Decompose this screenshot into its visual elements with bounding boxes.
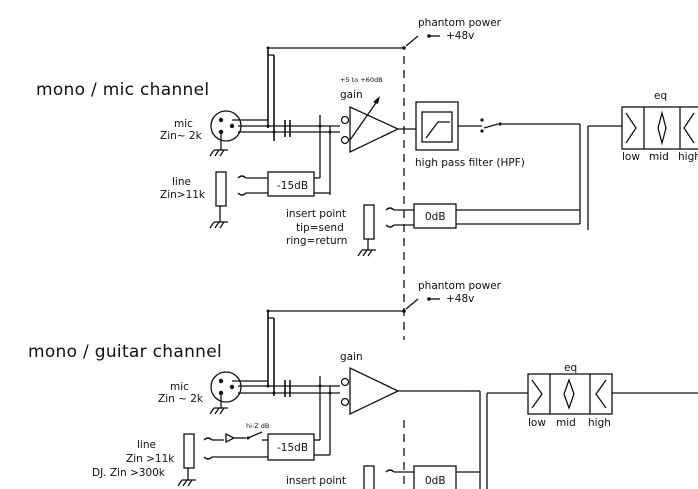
bottom-insert-label: insert point [286, 475, 346, 487]
top-hpf-block[interactable] [415, 101, 459, 151]
bottom-phantom-switch[interactable] [402, 297, 440, 313]
bottom-gain-label: gain [340, 351, 363, 363]
bottom-hiz-switch[interactable] [212, 431, 263, 444]
bottom-hiz-label: hi-Z dB [246, 422, 269, 430]
top-line-label: line [172, 176, 191, 188]
bottom-coupling-capacitors [284, 380, 291, 397]
top-line-pad [267, 171, 315, 197]
top-hpf-label: high pass filter (HPF) [415, 157, 525, 169]
bottom-line-pad [267, 433, 315, 461]
top-insert-level: 0dB [425, 211, 446, 223]
top-eq-band-mid: mid [649, 151, 669, 163]
bottom-insert-level: 0dB [425, 475, 446, 487]
top-phantom-label: phantom power [418, 17, 502, 29]
bottom-phantom-label: phantom power [418, 280, 502, 292]
bottom-gain-amplifier[interactable] [340, 366, 400, 416]
top-gain-label: gain [340, 89, 363, 101]
bottom-line-jack[interactable] [177, 433, 213, 487]
top-eq-block[interactable] [621, 106, 698, 150]
top-gain-range: +5 to +60dB [340, 76, 383, 84]
bottom-insert-jack[interactable] [363, 465, 395, 489]
top-insert-jack[interactable] [357, 204, 395, 257]
bottom-mic-label: mic [170, 381, 189, 393]
top-phantom-switch[interactable] [402, 34, 440, 50]
bottom-line-label: line [137, 439, 156, 451]
top-phantom-voltage: +48v [446, 30, 474, 42]
top-line-pad-label: -15dB [277, 180, 308, 192]
bottom-eq-block[interactable] [527, 373, 613, 415]
bottom-channel-title: mono / guitar channel [28, 342, 222, 362]
bottom-mic-xlr-connector[interactable] [209, 371, 242, 415]
bottom-eq-band-low: low [528, 417, 546, 429]
bottom-phantom-voltage: +48v [446, 293, 474, 305]
top-eq-label: eq [654, 90, 667, 102]
top-eq-band-low: low [622, 151, 640, 163]
top-mic-label: mic [174, 118, 193, 130]
top-coupling-capacitors [284, 120, 291, 137]
top-line-jack[interactable] [209, 171, 247, 229]
top-insert-tip: tip=send [296, 222, 344, 234]
bottom-dj-impedance: DJ. Zin >300k [92, 467, 166, 479]
bottom-line-impedance: Zin >11k [126, 453, 175, 465]
top-insert-ring: ring=return [286, 235, 347, 247]
top-eq-band-high: high [678, 151, 698, 163]
top-insert-buffer [413, 203, 457, 229]
top-mic-impedance: Zin~ 2k [160, 130, 203, 142]
bottom-eq-band-mid: mid [556, 417, 576, 429]
top-mic-xlr-connector[interactable] [209, 110, 242, 157]
bottom-eq-label: eq [564, 362, 577, 374]
bottom-line-pad-label: -15dB [277, 442, 308, 454]
top-hpf-switch[interactable] [458, 118, 502, 133]
top-gain-amplifier[interactable] [340, 96, 400, 154]
top-insert-label: insert point [286, 208, 346, 220]
bottom-insert-buffer [413, 465, 457, 489]
bottom-eq-band-high: high [588, 417, 611, 429]
top-channel-title: mono / mic channel [36, 80, 209, 100]
top-line-impedance: Zin>11k [160, 189, 206, 201]
bottom-mic-impedance: Zin ~ 2k [158, 393, 204, 405]
